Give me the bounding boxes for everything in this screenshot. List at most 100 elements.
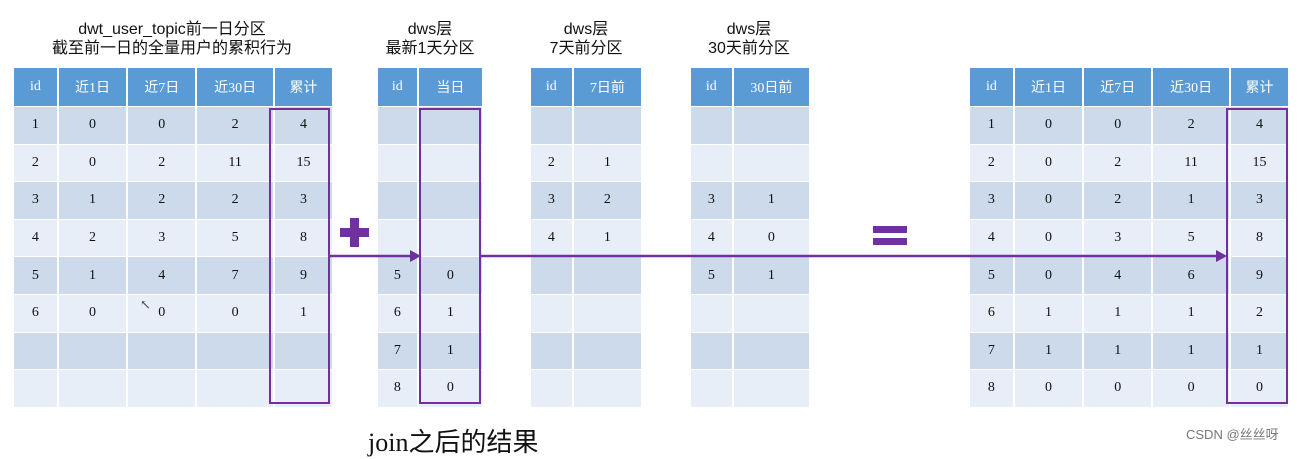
table-cell: 9 [1230,256,1288,294]
table-cell [733,106,809,144]
table-cell: 3 [691,181,732,219]
plus-icon-vertical [350,218,359,247]
table-cell [573,369,641,407]
table-cell [128,369,196,407]
table-cell: 15 [274,143,332,182]
table-cell: 1 [1084,293,1152,332]
table-cell [573,106,641,144]
table-cell: 8 [378,369,417,407]
table-cell [378,181,417,219]
table-cell [531,293,572,332]
column-header: 近1日 [1014,68,1083,106]
dwt-title-line1: dwt_user_topic前一日分区 [78,21,266,38]
table-cell: 0 [128,106,196,144]
column-header: 近7日 [128,68,196,106]
table-cell [378,143,417,182]
table-cell [58,369,127,407]
table-cell [14,331,57,370]
table-row [531,331,641,370]
dws30-table-title: dws层 30天前分区 [687,20,811,58]
table-row [531,369,641,407]
table-cell: 2 [1084,181,1152,219]
table-cell: 0 [1014,106,1083,144]
table-row [531,293,641,332]
table-cell: 1 [733,181,809,219]
plus-icon [340,218,369,247]
table-cell: 1 [970,106,1013,144]
table-cell: 1 [573,143,641,182]
table-cell: 2 [197,181,273,219]
table-cell: 0 [1014,143,1083,182]
table-cell: 1 [14,106,57,144]
table-cell: 0 [1153,369,1229,407]
join-result-caption: join之后的结果 [368,428,539,457]
table-cell: 0 [1014,218,1083,257]
column-header: 当日 [418,68,482,106]
table-cell [58,331,127,370]
table-cell: 6 [1153,256,1229,294]
table-cell: 4 [1230,106,1288,144]
table-cell: 15 [1230,143,1288,182]
table-cell: 5 [691,256,732,294]
table-cell: 0 [58,293,127,332]
table-cell: 5 [14,256,57,294]
table-cell: 7 [378,331,417,370]
column-header: 30日前 [733,68,809,106]
column-header: 近30日 [197,68,273,106]
table-cell: 0 [1230,369,1288,407]
table-cell [573,331,641,370]
column-header: 累计 [1230,68,1288,106]
dwt-table-title: dwt_user_topic前一日分区 截至前一日的全量用户的累积行为 [30,20,314,58]
column-header: 累计 [274,68,332,106]
table-cell [14,369,57,407]
column-header: id [14,68,57,106]
table-cell: 1 [573,218,641,257]
table-cell: 6 [14,293,57,332]
table-cell: 3 [14,181,57,219]
table-cell: 3 [531,181,572,219]
table-cell: 1 [1153,181,1229,219]
table-cell: 2 [14,143,57,182]
table-cell [418,106,482,144]
table-cell [378,106,417,144]
table-cell: 0 [58,143,127,182]
table-cell: 4 [274,106,332,144]
table-cell: 1 [58,256,127,294]
table-cell: 3 [970,181,1013,219]
dws30-title-line1: dws层 [726,21,772,38]
table-cell: 1 [274,293,332,332]
table-cell: 0 [418,369,482,407]
table-cell: 4 [531,218,572,257]
table-cell [531,331,572,370]
table-cell: 1 [1153,293,1229,332]
table-cell: 2 [128,181,196,219]
table-cell: 3 [1084,218,1152,257]
watermark: CSDN @丝丝呀 [1186,427,1279,442]
table-row [531,106,641,144]
table-cell: 0 [128,293,196,332]
table-cell [573,293,641,332]
table-cell: 0 [418,256,482,294]
equals-icon-bottom [873,238,907,245]
table-cell: 0 [1084,106,1152,144]
table-cell: 2 [128,143,196,182]
dws1-title-line2: 最新1天分区 [385,40,475,57]
table-cell: 1 [1014,331,1083,370]
